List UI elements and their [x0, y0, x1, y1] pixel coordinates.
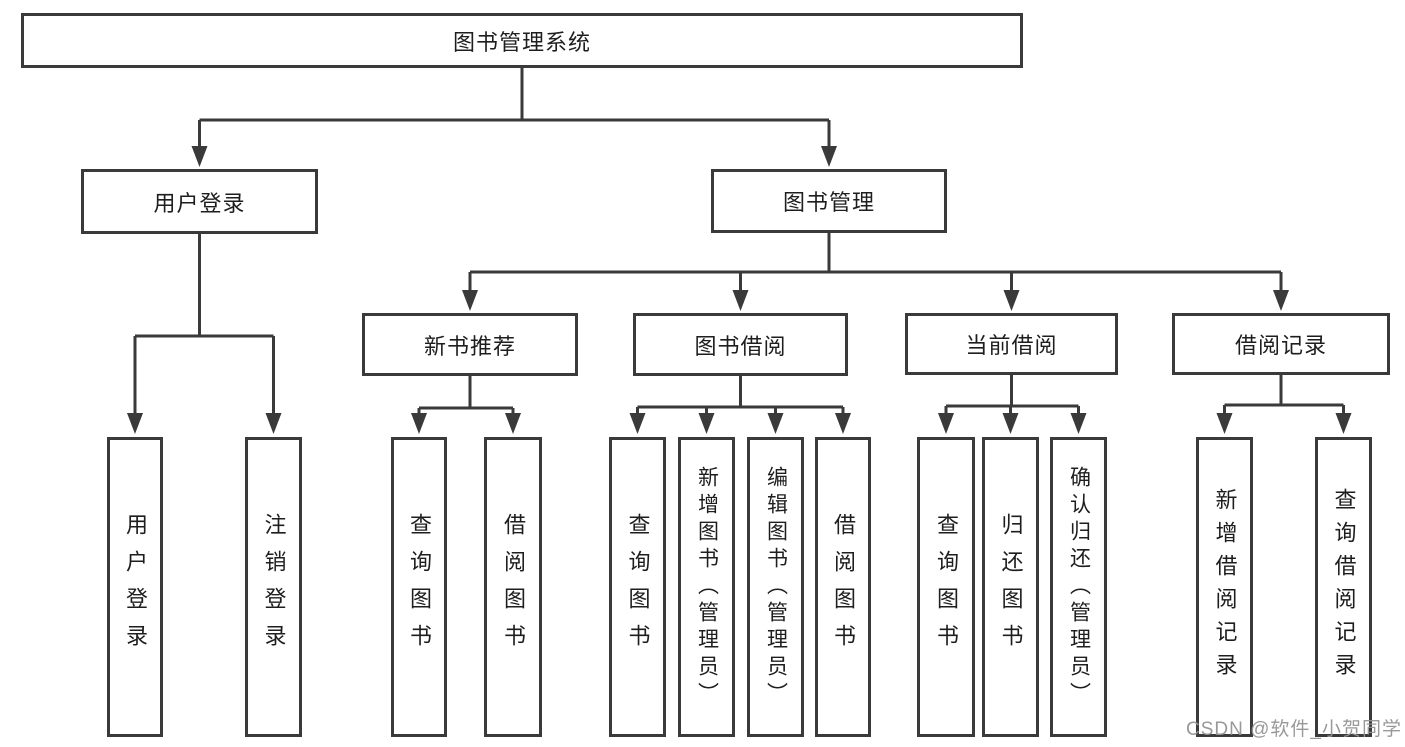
node-book-borrow: 图书借阅 [633, 313, 848, 376]
leaf-query-books-current: 查询图书 [917, 437, 975, 737]
leaf-edit-books-admin: 编辑图书（管理员） [747, 437, 804, 737]
arrow-icon [127, 413, 143, 434]
arrow-icon [835, 413, 851, 434]
leaf-borrow-books: 借阅图书 [815, 437, 871, 737]
leaf-logout: 注销登录 [245, 437, 302, 737]
arrowheads [127, 146, 1352, 434]
node-book-management: 图书管理 [711, 169, 947, 233]
leaf-user-login: 用户登录 [107, 437, 163, 737]
csdn-watermark: CSDN @软件_小贺同学 [1186, 719, 1402, 740]
arrow-icon [411, 413, 427, 434]
leaf-borrow-books-recommend: 借阅图书 [484, 437, 542, 737]
arrow-icon [732, 290, 749, 311]
arrow-icon [1003, 290, 1020, 311]
node-borrow-record: 借阅记录 [1172, 313, 1390, 375]
connector-current-borrow [944, 375, 1080, 415]
connector-book-management [468, 233, 1283, 293]
arrow-icon [1216, 413, 1233, 434]
arrow-icon [191, 146, 208, 167]
arrow-icon [1273, 290, 1289, 311]
arrow-icon [265, 413, 282, 434]
node-new-book-recommend: 新书推荐 [362, 313, 578, 376]
leaf-return-books: 归还图书 [982, 437, 1039, 737]
arrow-icon [629, 413, 646, 434]
leaf-query-borrow-record: 查询借阅记录 [1315, 437, 1372, 737]
leaf-confirm-return-admin: 确认归还（管理员） [1050, 437, 1107, 737]
arrow-icon [1002, 413, 1019, 434]
arrow-icon [505, 413, 521, 434]
arrow-icon [462, 290, 478, 311]
node-library-management-system: 图书管理系统 [21, 13, 1023, 68]
leaf-query-books-borrow: 查询图书 [609, 437, 666, 737]
leaf-add-borrow-record: 新增借阅记录 [1196, 437, 1253, 737]
connector-new-book [417, 376, 515, 415]
leaf-add-books-admin: 新增图书（管理员） [678, 437, 735, 737]
connector-borrow-record [1223, 375, 1345, 415]
node-user-login: 用户登录 [81, 169, 318, 234]
node-current-borrow: 当前借阅 [905, 313, 1118, 375]
arrow-icon [698, 413, 715, 434]
connector-user-login [133, 234, 275, 415]
arrow-icon [938, 413, 954, 434]
arrow-icon [1335, 413, 1352, 434]
connector-root [198, 68, 831, 148]
leaf-query-books-recommend: 查询图书 [391, 437, 447, 737]
arrow-icon [821, 146, 837, 167]
arrow-icon [767, 413, 784, 434]
connector-book-borrow [636, 376, 845, 415]
arrow-icon [1070, 413, 1087, 434]
